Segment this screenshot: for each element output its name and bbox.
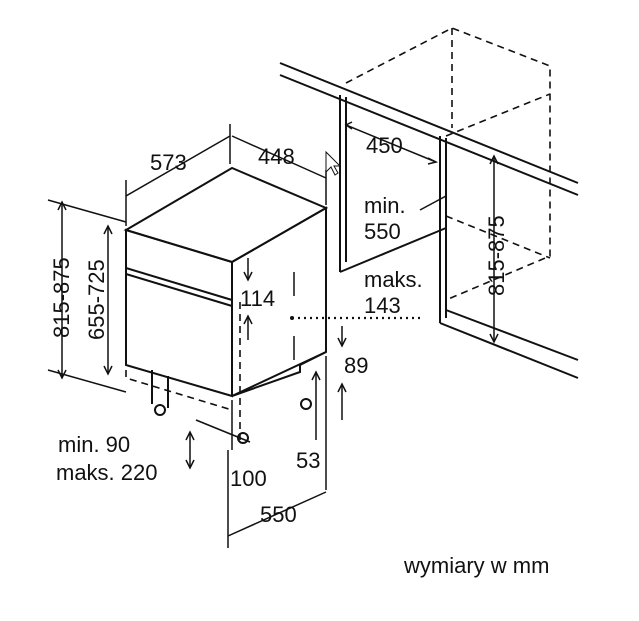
foot-rear-right <box>300 398 312 410</box>
dishwasher-side-face <box>231 206 327 397</box>
label-maks-220: maks. 220 <box>56 460 158 485</box>
dot-143 <box>290 316 294 320</box>
foot-front-right <box>237 432 249 444</box>
niche-dashed-outline <box>345 27 551 301</box>
label-min-90: min. 90 <box>58 432 130 457</box>
label-panel-height-range: 655-725 <box>84 259 109 340</box>
dim-line-573 <box>125 135 231 197</box>
arrows-89 <box>337 337 347 393</box>
dishwasher-top-face <box>123 166 329 264</box>
label-550: 550 <box>260 502 297 527</box>
front-panel-dashed <box>125 262 233 411</box>
label-573: 573 <box>150 150 187 175</box>
dim-line-450 <box>345 124 437 163</box>
plinth-step <box>231 351 327 397</box>
units-footnote: wymiary w mm <box>403 553 549 578</box>
arrows-height <box>57 200 67 380</box>
arrow-450-right <box>427 157 439 165</box>
leg-front-left <box>151 370 169 408</box>
control-panel-lower-edge <box>125 267 233 301</box>
label-448: 448 <box>258 144 295 169</box>
worktop-bottom-edge <box>279 74 579 196</box>
label-89: 89 <box>344 353 368 378</box>
dim-line-550 <box>227 491 327 537</box>
kitchen-niche <box>279 27 579 379</box>
arrow-450-left <box>344 121 353 130</box>
ext-lines-100 <box>231 356 327 490</box>
worktop-top-edge <box>279 62 579 184</box>
label-height-range: 815-875 <box>49 257 74 338</box>
label-niche-height: 815-875 <box>484 215 509 296</box>
dim-line-min-550 <box>419 195 447 211</box>
mouse-cursor-icon <box>325 150 342 176</box>
arrows-panel-height <box>103 224 113 376</box>
label-niche-550: 550 <box>364 219 401 244</box>
dim-line-100 <box>195 419 251 443</box>
foot-front-left <box>154 404 166 416</box>
niche-dashed-bottom <box>445 215 551 259</box>
label-maks: maks. <box>364 267 423 292</box>
dishwasher-body <box>123 166 329 444</box>
arrow-niche-height-bottom <box>489 333 499 344</box>
dim-line-448 <box>231 135 327 179</box>
label-100: 100 <box>230 466 267 491</box>
niche-left-wall-bottom <box>339 227 447 273</box>
dishwasher-front-face <box>125 228 233 398</box>
label-143: 143 <box>364 293 401 318</box>
arrow-niche-height-top <box>489 154 499 165</box>
dimension-lines <box>47 124 424 548</box>
arrow-53 <box>311 370 321 381</box>
floor-edge <box>439 322 579 379</box>
label-450: 450 <box>366 133 403 158</box>
label-niche-min: min. <box>364 193 406 218</box>
ext-lines-573 <box>125 124 231 226</box>
floor-edge-inner <box>445 309 579 361</box>
label-53: 53 <box>296 448 320 473</box>
arrows-114 <box>243 271 253 325</box>
control-panel-strip <box>125 273 233 307</box>
niche-dashed-top <box>445 93 551 137</box>
label-114: 114 <box>240 286 275 311</box>
arrows-plinth <box>185 430 195 470</box>
